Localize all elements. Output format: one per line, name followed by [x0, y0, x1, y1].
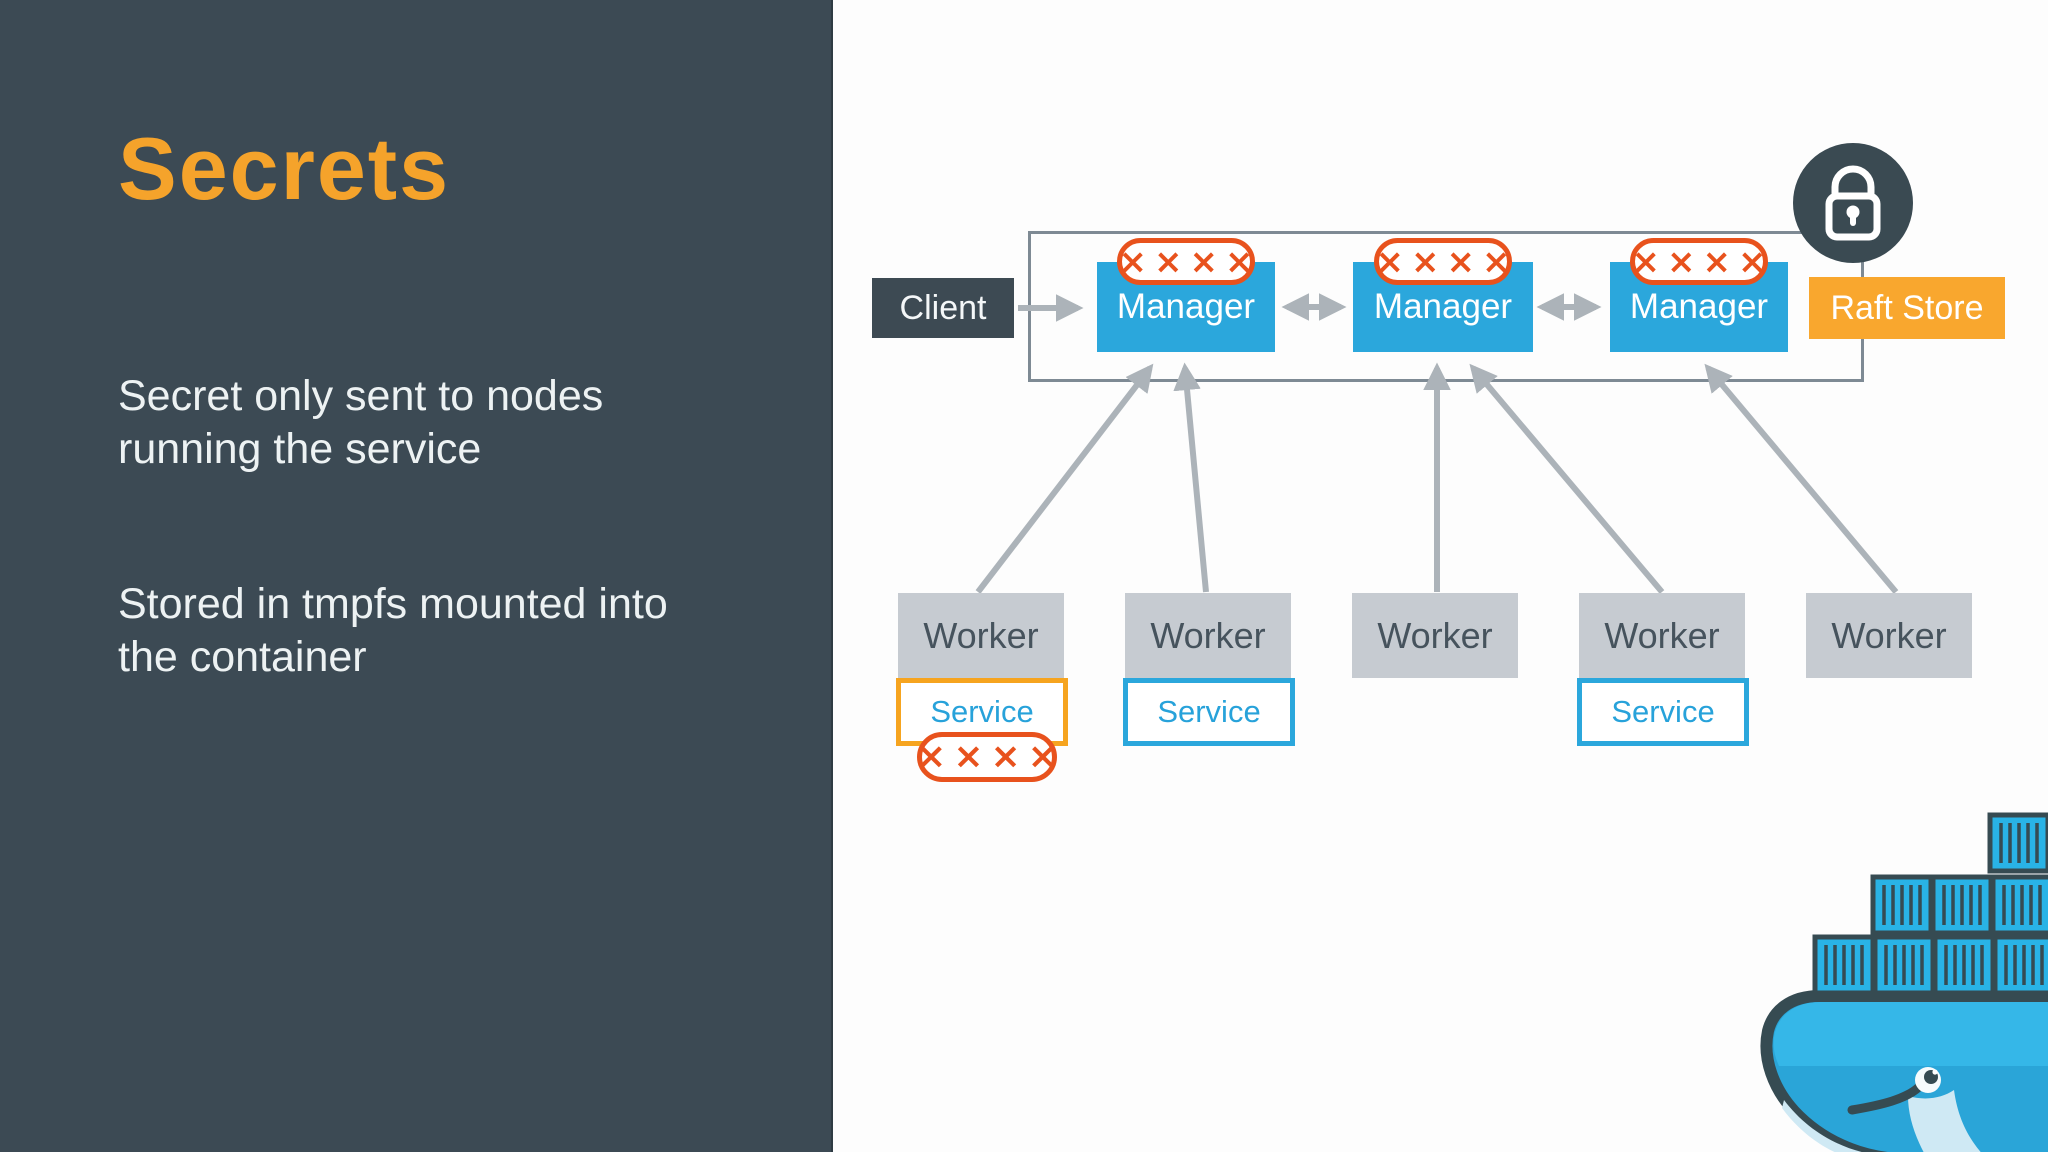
docker-whale-logo	[1758, 808, 2048, 1152]
bullet-line: running the service	[118, 425, 482, 474]
secret-badge-manager1: ××××	[1117, 238, 1255, 285]
bullet-line: the container	[118, 633, 367, 682]
worker-node-5: Worker	[1806, 593, 1972, 678]
arrow-worker2-to-manager1	[1173, 362, 1209, 593]
raft-store-node: Raft Store	[1809, 277, 2005, 339]
secret-badge-manager3: ××××	[1630, 238, 1768, 285]
bullet-line: Secret only sent to nodes	[118, 372, 604, 420]
client-node: Client	[872, 278, 1014, 338]
arrow-worker4-to-manager2	[1469, 363, 1665, 594]
secret-badge-manager2: ××××	[1374, 238, 1512, 285]
lock-icon	[1792, 142, 1914, 264]
service-node-worker2: Service	[1123, 678, 1295, 746]
bullet-line: Stored in tmpfs mounted into	[118, 580, 668, 628]
secret-badge-service1: ××××	[916, 732, 1058, 782]
service-node-worker4: Service	[1577, 678, 1749, 746]
page-title: Secrets	[118, 119, 451, 218]
worker-node-2: Worker	[1125, 593, 1291, 678]
bullet-secret-sent: Secret only sent to nodes running the se…	[118, 370, 603, 477]
sidebar: Secrets Secret only sent to nodes runnin…	[0, 0, 833, 1152]
worker-node-1: Worker	[898, 593, 1064, 678]
arrow-worker1-to-manager1	[975, 363, 1154, 594]
arrow-worker5-to-manager3	[1704, 363, 1899, 594]
worker-node-3: Worker	[1352, 593, 1518, 678]
manager-node-1: Manager	[1097, 262, 1275, 352]
worker-node-4: Worker	[1579, 593, 1745, 678]
bullet-tmpfs: Stored in tmpfs mounted into the contain…	[118, 578, 668, 685]
